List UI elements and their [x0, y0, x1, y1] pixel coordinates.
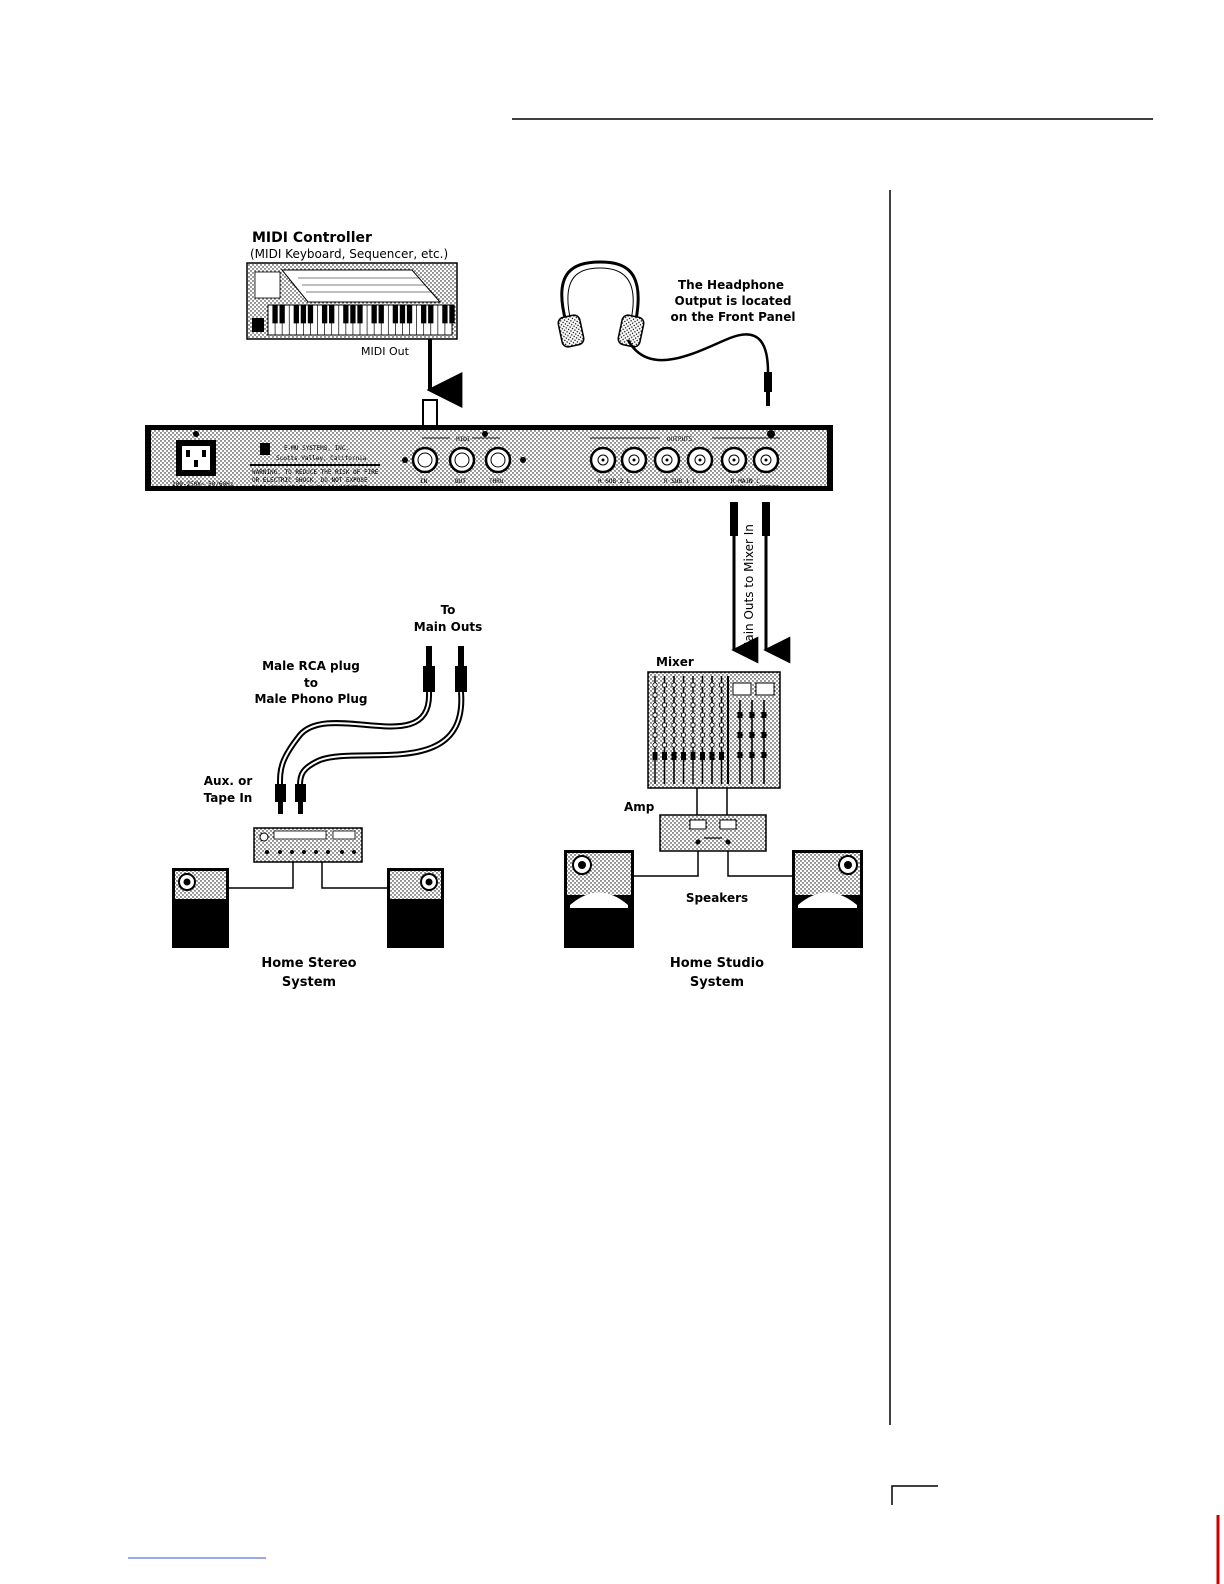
headphone-note-line1: The Headphone: [678, 278, 784, 292]
brand-name: E-MU SYSTEMS, INC.: [284, 445, 349, 452]
studio-speaker-right: [792, 850, 863, 948]
mixer-label: Mixer: [656, 655, 694, 669]
stereo-speaker-right: [387, 868, 444, 948]
midi-port-thru-label: THRU: [489, 478, 504, 485]
home-stereo-line2: System: [282, 975, 336, 990]
emu-logo-icon: [260, 443, 270, 455]
midi-in-port: [411, 446, 439, 474]
aux-in-line1: Aux. or: [204, 774, 253, 788]
mixer-icon: [647, 671, 781, 789]
stereo-receiver-icon: [253, 827, 363, 863]
main-outs-label: Main Outs to Mixer In: [742, 524, 756, 652]
home-studio-line1: Home Studio: [670, 956, 764, 971]
mono-label: MONO: [730, 485, 745, 492]
rca-plugs: [275, 784, 306, 814]
to-main-outs-line1: To: [441, 603, 456, 617]
stereo-label: STEREO: [758, 485, 780, 492]
main-outs-cables: [730, 502, 791, 664]
rca-cables: [277, 691, 465, 786]
home-studio-line2: System: [690, 975, 744, 990]
midi-port-in-label: IN: [420, 478, 428, 485]
warning-line1: WARNING: TO REDUCE THE RISK OF FIRE: [252, 469, 379, 476]
rca-note-line1: Male RCA plug: [262, 659, 360, 673]
headphone-cable: [626, 333, 770, 373]
speakers-label: Speakers: [686, 891, 748, 905]
headphone-note-line3: on the Front Panel: [671, 310, 796, 324]
midi-header: MIDI: [456, 436, 471, 443]
outputs-header: OUTPUTS: [667, 436, 693, 443]
rear-panel: 100-250V~ 50/60Hz E-MU SYSTEMS, INC. Sco…: [145, 425, 833, 492]
controller-subtitle: (MIDI Keyboard, Sequencer, etc.): [250, 247, 448, 261]
output-group-sub2: R SUB 2 L: [598, 478, 631, 485]
warning-line2: OR ELECTRIC SHOCK, DO NOT EXPOSE: [252, 477, 368, 484]
midi-port-out-label: OUT: [455, 478, 466, 485]
phono-plugs: [423, 646, 467, 692]
midi-controller-keyboard: [246, 262, 458, 340]
amp-icon: [659, 814, 767, 852]
aux-in-line2: Tape In: [204, 791, 253, 805]
to-main-outs-line2: Main Outs: [414, 620, 483, 634]
rca-note-line2: to: [304, 676, 318, 690]
power-label: 100-250V~ 50/60Hz: [172, 481, 234, 488]
controller-title: MIDI Controller: [252, 230, 372, 246]
headphone-plug: [764, 372, 772, 392]
midi-out-port: [448, 446, 476, 474]
midi-out-label: MIDI Out: [361, 345, 410, 358]
headphone-note-line2: Output is located: [675, 294, 792, 308]
output-group-main: R MAIN L: [731, 478, 760, 485]
page-number-corner: [891, 1485, 938, 1505]
headphones-icon: [557, 260, 645, 348]
amp-label: Amp: [624, 800, 655, 814]
studio-speaker-left: [564, 850, 634, 948]
warning-line3: THIS PRODUCT TO RAIN OR MOISTURE.: [252, 485, 371, 492]
stereo-speaker-left: [172, 868, 229, 948]
output-group-sub1: R SUB 1 L: [664, 478, 697, 485]
brand-sub: Scotts Valley, California: [276, 455, 367, 462]
rca-note-line3: Male Phono Plug: [254, 692, 367, 706]
midi-thru-port: [484, 446, 512, 474]
home-stereo-line1: Home Stereo: [261, 956, 356, 971]
